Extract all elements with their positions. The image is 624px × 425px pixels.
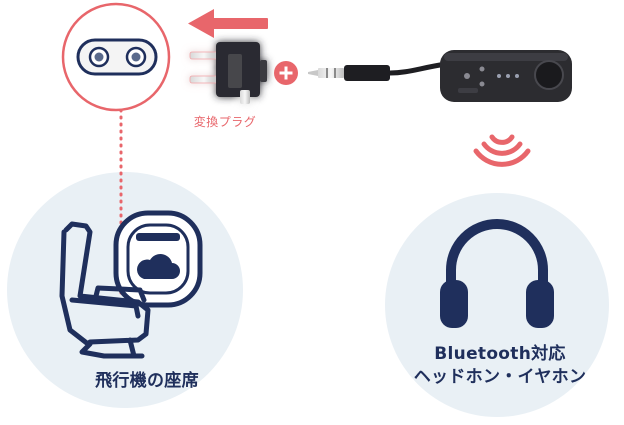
cloud-icon [137, 254, 180, 279]
bluetooth-transmitter-icon [440, 50, 572, 102]
plus-icon [274, 61, 298, 85]
signal-waves-icon [473, 134, 531, 167]
audio-cable-icon [308, 61, 447, 81]
headphones-bubble [385, 193, 609, 417]
airline-seat-icon [59, 221, 151, 359]
dual-jack-socket-icon [61, 2, 171, 112]
arrow-left-icon [188, 9, 268, 38]
seat-label: 飛行機の座席 [95, 371, 199, 391]
conversion-plug-icon [189, 42, 267, 104]
headphones-label: Bluetooth対応 ヘッドホン・イヤホン [395, 343, 605, 389]
headphones-icon [440, 219, 554, 328]
plug-label: 変換プラグ [193, 115, 257, 129]
headphones-label-line2: ヘッドホン・イヤホン [413, 367, 587, 387]
headphones-label-line1: Bluetooth対応 [434, 344, 566, 364]
